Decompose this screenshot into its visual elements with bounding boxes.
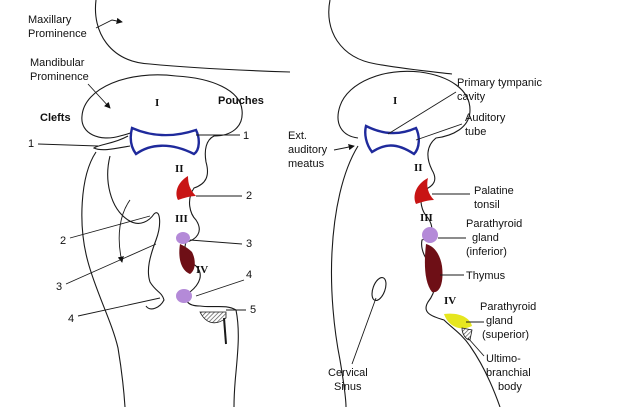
svg-text:Ext.: Ext.	[288, 130, 307, 142]
ultimobranchial-label: Ultimo- branchial body	[486, 353, 531, 393]
cleft-label-3: 3	[56, 281, 62, 293]
ultimobranchial-leader	[467, 337, 485, 357]
cleft-label-1: 1	[28, 138, 34, 150]
cleft-label-2: 2	[60, 235, 66, 247]
svg-text:Maxillary: Maxillary	[28, 14, 72, 26]
right-arch-1-outline	[337, 70, 421, 139]
cleft-leader-4	[77, 297, 161, 317]
auditory-tube-leader	[415, 123, 463, 141]
mandibular-label: Mandibular Prominence	[30, 57, 89, 83]
maxillary-label: Maxillary Prominence	[28, 14, 87, 40]
pouch-2-tonsil	[176, 176, 196, 200]
clefts-heading: Clefts	[40, 112, 71, 124]
pouch-label-3: 3	[246, 238, 252, 250]
cervical-arrow	[117, 199, 131, 263]
right-arch-numeral-3: III	[420, 212, 433, 224]
mandibular-outline	[81, 74, 177, 139]
svg-text:Prominence: Prominence	[30, 71, 89, 83]
maxillary-arrow	[95, 17, 123, 29]
cleft-leader-1	[37, 143, 99, 147]
svg-text:Primary tympanic: Primary tympanic	[457, 77, 542, 89]
cleft-label-4: 4	[68, 313, 74, 325]
svg-text:Parathyroid: Parathyroid	[480, 301, 536, 313]
svg-text:Palatine: Palatine	[474, 185, 514, 197]
right-top-contour	[328, 0, 453, 75]
cleft-leader-3	[65, 243, 157, 285]
right-outer-contour	[330, 145, 359, 407]
auditory-tube-label: Auditory tube	[465, 112, 506, 138]
svg-text:branchial: branchial	[486, 367, 531, 379]
pouch-5-stalk	[223, 317, 227, 345]
pouch-4-parathyroid	[176, 289, 192, 303]
pouch-label-5: 5	[250, 304, 256, 316]
thymus-shape	[424, 244, 443, 293]
left-outer-contour	[81, 151, 126, 407]
pouch-leader-4	[195, 279, 245, 297]
left-panel: Maxillary Prominence Mandibular Prominen…	[28, 0, 291, 407]
svg-text:gland: gland	[472, 232, 499, 244]
right-pouch-1-shape	[364, 124, 420, 156]
right-arch-numeral-1: I	[393, 95, 397, 107]
thymus-label: Thymus	[466, 270, 506, 282]
svg-text:auditory: auditory	[288, 144, 328, 156]
svg-text:Parathyroid: Parathyroid	[466, 218, 522, 230]
svg-text:gland: gland	[486, 315, 513, 327]
svg-text:tonsil: tonsil	[474, 199, 500, 211]
pouch-1-shape	[129, 126, 200, 156]
parathyroid-inferior-label: Parathyroid gland (inferior)	[466, 218, 522, 258]
right-panel: I II III IV Primary tympanic cavity Audi…	[288, 0, 542, 407]
pouch-5-shape	[199, 311, 227, 324]
svg-text:Auditory: Auditory	[465, 112, 506, 124]
cervical-sinus-label: Cervical Sinus	[328, 367, 368, 393]
pouch-label-1: 1	[243, 130, 249, 142]
left-cleft-contour	[107, 155, 165, 310]
primary-tympanic-leader	[387, 91, 457, 135]
mandibular-arrow	[87, 83, 111, 109]
parathyroid-superior-label: Parathyroid gland (superior)	[480, 301, 536, 341]
pouch-3-parathyroid	[176, 232, 190, 244]
svg-text:meatus: meatus	[288, 158, 325, 170]
ext-meatus-arrow	[333, 143, 355, 151]
svg-text:(inferior): (inferior)	[466, 246, 507, 258]
svg-text:tube: tube	[465, 126, 486, 138]
parathyroid-superior-shape	[444, 313, 472, 329]
pouch-leader-3	[189, 239, 243, 245]
arch-numeral-2: II	[175, 163, 184, 175]
svg-text:cavity: cavity	[457, 91, 486, 103]
arch-numeral-3: III	[175, 213, 188, 225]
svg-text:Cervical: Cervical	[328, 367, 368, 379]
pouch-label-2: 2	[246, 190, 252, 202]
svg-text:Ultimo-: Ultimo-	[486, 353, 521, 365]
parathyroid-inferior-shape	[422, 227, 438, 243]
pouch-label-4: 4	[246, 269, 252, 281]
palatine-tonsil-label: Palatine tonsil	[474, 185, 514, 211]
svg-text:Mandibular: Mandibular	[30, 57, 85, 69]
right-arch-numeral-2: II	[414, 162, 423, 174]
right-arch-numeral-4: IV	[444, 295, 456, 307]
svg-text:Prominence: Prominence	[28, 28, 87, 40]
svg-text:(superior): (superior)	[482, 329, 529, 341]
ext-meatus-label: Ext. auditory meatus	[288, 130, 328, 170]
palatine-tonsil-shape	[414, 178, 434, 204]
arch-numeral-4: IV	[196, 264, 208, 276]
pouches-heading: Pouches	[218, 95, 264, 107]
pouch-3-thymus	[179, 244, 195, 274]
primary-tympanic-label: Primary tympanic cavity	[457, 77, 542, 103]
svg-text:Sinus: Sinus	[334, 381, 362, 393]
cleft-leader-2	[69, 215, 151, 239]
cervical-sinus-shape	[371, 276, 387, 302]
cervical-sinus-leader	[351, 297, 377, 365]
arch-numeral-1: I	[155, 97, 159, 109]
svg-text:body: body	[498, 381, 522, 393]
cleft-1-outline	[92, 135, 131, 151]
maxillary-outline	[94, 0, 291, 73]
